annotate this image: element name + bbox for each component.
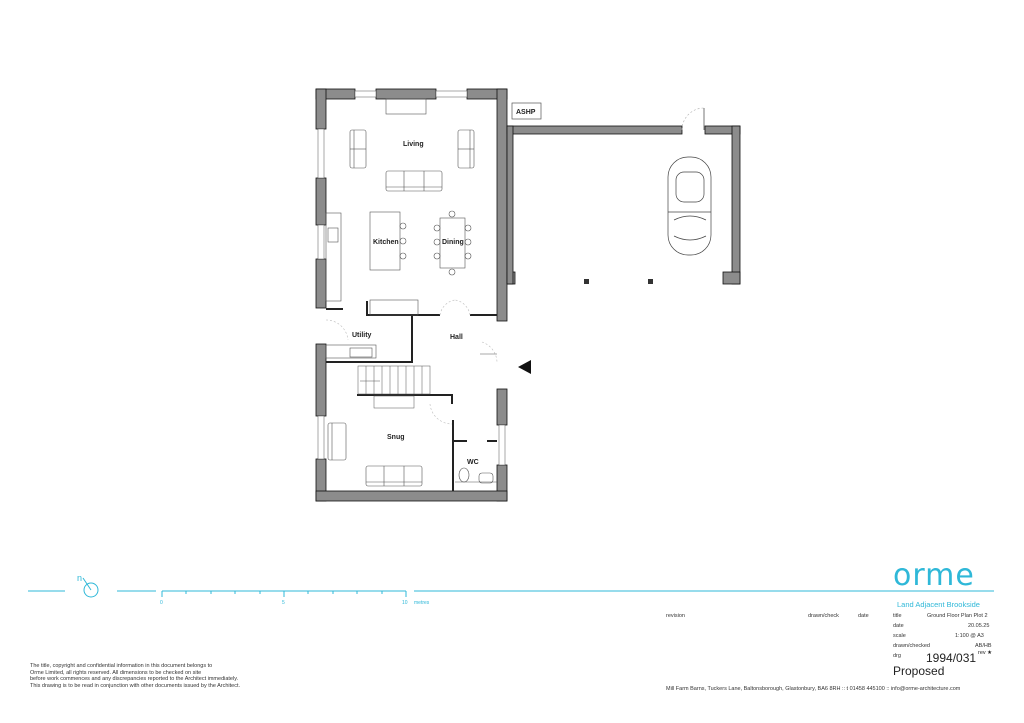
pillar: [584, 279, 589, 284]
disclaimer-line: The title, copyright and confidential in…: [30, 663, 213, 669]
drawn-check-header: drawn/check: [808, 613, 839, 619]
entrance-arrow-icon: [518, 360, 531, 374]
drawn-value: AB/HB: [975, 643, 992, 649]
room-label-snug: Snug: [387, 434, 405, 441]
rev-label: rev: [978, 650, 986, 656]
scale-tick-5: 5: [282, 600, 285, 606]
pillar: [648, 279, 653, 284]
disclaimer-line: This drawing is to be read in conjunctio…: [30, 682, 241, 689]
date-value: 20.05.25: [968, 623, 990, 629]
living-furniture: [349, 98, 475, 192]
car-icon: [667, 156, 712, 256]
room-label-wc: WC: [467, 459, 479, 466]
room-label-kitchen: Kitchen: [373, 239, 399, 246]
interior-walls: [326, 301, 497, 491]
scale-unit: metres: [414, 600, 430, 606]
drg-label: drg: [893, 653, 901, 659]
date-header: date: [858, 613, 869, 619]
room-label-hall: Hall: [450, 334, 463, 341]
scale-tick-0: 0: [160, 600, 163, 606]
room-label-dining: Dining: [442, 239, 464, 246]
drawing-number: 1994/031: [926, 651, 977, 665]
drawing-status: Proposed: [893, 664, 945, 678]
windows: [317, 90, 506, 466]
garage-walls: [506, 125, 741, 285]
snug-furniture: [327, 341, 498, 487]
scale-bar: [28, 577, 994, 598]
revision-header: revision: [666, 613, 685, 619]
revision-marker: rev ★: [978, 650, 992, 656]
house-walls: [315, 88, 508, 502]
footer-address: Mill Farm Barns, Tuckers Lane, Baltonsbo…: [666, 686, 961, 692]
utility-furniture: [325, 319, 377, 359]
kitchen-furniture: [325, 210, 472, 316]
staircase: [357, 365, 431, 409]
title-value: Ground Floor Plan Plot 2: [927, 613, 988, 619]
ashp-label: ASHP: [516, 109, 536, 116]
drawn-label: drawn/checked: [893, 643, 930, 649]
scale-value: 1:100 @ A3: [955, 633, 984, 639]
garage-door-swing: [681, 107, 705, 131]
copyright-disclaimer: The title, copyright and confidential in…: [30, 663, 240, 689]
title-label: title: [893, 613, 902, 619]
room-label-utility: Utility: [352, 332, 372, 339]
ashp-unit: [511, 102, 542, 120]
north-label: n: [77, 573, 82, 583]
room-label-living: Living: [403, 141, 424, 148]
brand-logo: orme: [893, 558, 975, 593]
project-name: Land Adjacent Brookside: [897, 600, 980, 609]
date-label: date: [893, 623, 904, 629]
rev-value: ★: [987, 650, 993, 656]
scale-tick-10: 10: [402, 600, 408, 606]
disclaimer-line: before work commences and any discrepanc…: [30, 676, 239, 682]
scale-label: scale: [893, 633, 906, 639]
disclaimer-line: Orme Limited, all rights reserved. All d…: [30, 669, 202, 676]
